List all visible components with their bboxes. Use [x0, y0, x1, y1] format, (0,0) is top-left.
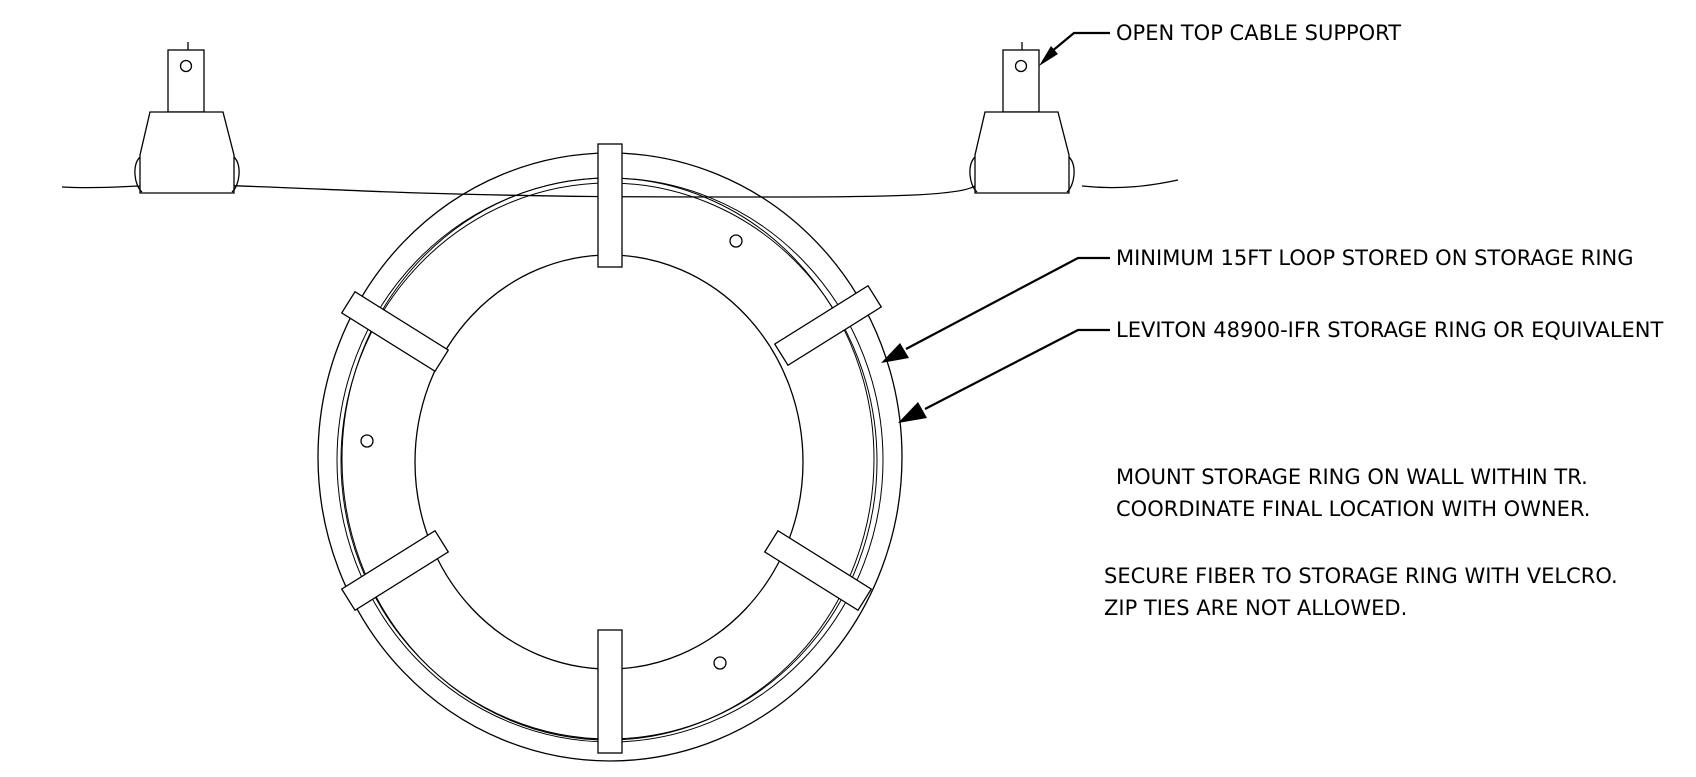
mounting-hole	[713, 656, 727, 670]
leader-ring	[898, 328, 1110, 423]
leader-cable-support	[1039, 31, 1110, 66]
retaining-tab-top	[597, 143, 623, 268]
note-mount-line1: MOUNT STORAGE RING ON WALL WITHIN TR.	[1116, 465, 1588, 489]
mounting-hole	[360, 434, 374, 448]
callout-loop: MINIMUM 15FT LOOP STORED ON STORAGE RING	[1116, 246, 1634, 270]
note-secure-line1: SECURE FIBER TO STORAGE RING WITH VELCRO…	[1104, 564, 1618, 588]
callout-cable-support: OPEN TOP CABLE SUPPORT	[1116, 21, 1401, 45]
note-secure-line2: ZIP TIES ARE NOT ALLOWED.	[1104, 596, 1407, 620]
retaining-tab-bottom	[597, 629, 623, 754]
cable-run-right-tail	[1081, 179, 1179, 189]
storage-ring	[317, 143, 903, 762]
mounting-hole	[729, 234, 743, 248]
retaining-tab-lower-right	[763, 529, 873, 612]
retaining-tab-upper-right	[773, 284, 883, 367]
cable-support-left	[134, 42, 240, 194]
leader-loop	[881, 256, 1110, 363]
cable-support-right	[969, 42, 1075, 194]
retaining-tab-upper-left	[340, 290, 450, 373]
note-mount-line2: COORDINATE FINAL LOCATION WITH OWNER.	[1116, 497, 1590, 521]
callout-ring: LEVITON 48900-IFR STORAGE RING OR EQUIVA…	[1116, 318, 1663, 342]
ring-inner-edge	[414, 254, 804, 670]
retaining-tab-lower-left	[340, 529, 450, 612]
notes-block: MOUNT STORAGE RING ON WALL WITHIN TR. CO…	[1104, 465, 1618, 620]
